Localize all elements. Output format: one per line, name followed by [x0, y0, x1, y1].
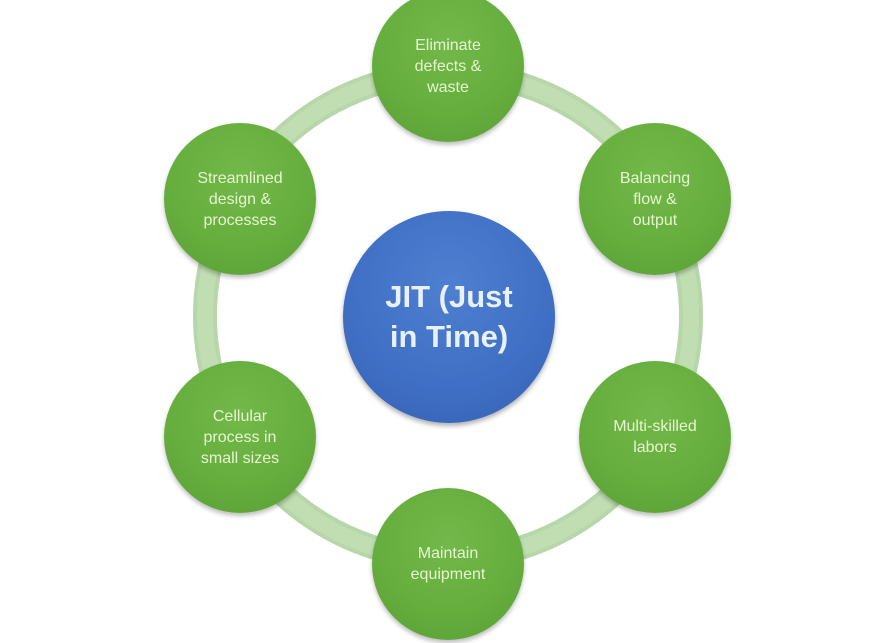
node-text: Multi-skilled [613, 418, 697, 435]
node-text: process in [203, 428, 277, 446]
center-label-line2: in Time) [389, 319, 509, 354]
node-text: Streamlined [197, 169, 283, 187]
node-balancing-flow: Balancing flow & output [579, 123, 731, 275]
center-node-jit: JIT (Just in Time) [343, 211, 555, 423]
node-streamlined-design: Streamlined design & processes [164, 123, 316, 275]
node-text: output [632, 211, 678, 229]
node-text: defects & [414, 57, 482, 75]
node-text: flow & [633, 190, 677, 208]
center-label-line1: JIT (Just [385, 279, 513, 314]
node-text: labors [633, 439, 677, 456]
node-text: processes [203, 211, 277, 229]
node-cellular-process: Cellular process in small sizes [164, 361, 316, 513]
node-text: Balancing [619, 169, 691, 187]
node-text: Eliminate [415, 36, 481, 54]
node-text: design & [208, 190, 272, 208]
node-eliminate-defects: Eliminate defects & waste [372, 0, 524, 142]
node-text: Maintain [417, 545, 479, 562]
node-text: equipment [410, 566, 486, 583]
node-text: waste [427, 78, 469, 96]
node-text: Cellular [212, 407, 268, 425]
node-maintain-equipment: Maintain equipment [372, 488, 524, 640]
node-multi-skilled: Multi-skilled labors [579, 361, 731, 513]
node-text: small sizes [200, 449, 280, 467]
